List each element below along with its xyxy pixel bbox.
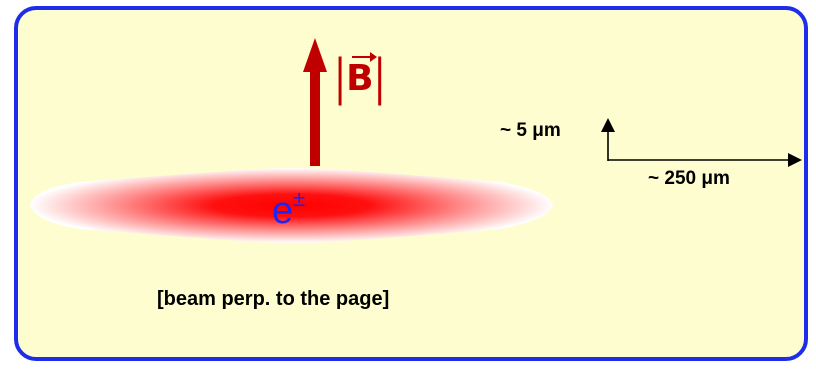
- particle-label: e±: [272, 186, 305, 233]
- field-arrow: [303, 38, 327, 166]
- vertical-arrowhead: [601, 118, 615, 132]
- field-vector-symbol: B: [346, 52, 378, 99]
- particle-charge-sign: ±: [293, 186, 306, 211]
- scale-axes: [601, 118, 802, 167]
- abs-bar-right: |: [373, 50, 386, 107]
- beam-cross-section: [30, 168, 553, 243]
- horizontal-scale-label: ~ 250 μm: [648, 168, 730, 189]
- horizontal-arrowhead: [788, 153, 802, 167]
- beam-caption: [beam perp. to the page]: [157, 288, 390, 310]
- field-magnitude-label: |B|: [334, 51, 386, 106]
- abs-bar-left: |: [334, 50, 347, 107]
- particle-symbol: e: [272, 190, 294, 232]
- vertical-scale-label: ~ 5 μm: [500, 120, 561, 141]
